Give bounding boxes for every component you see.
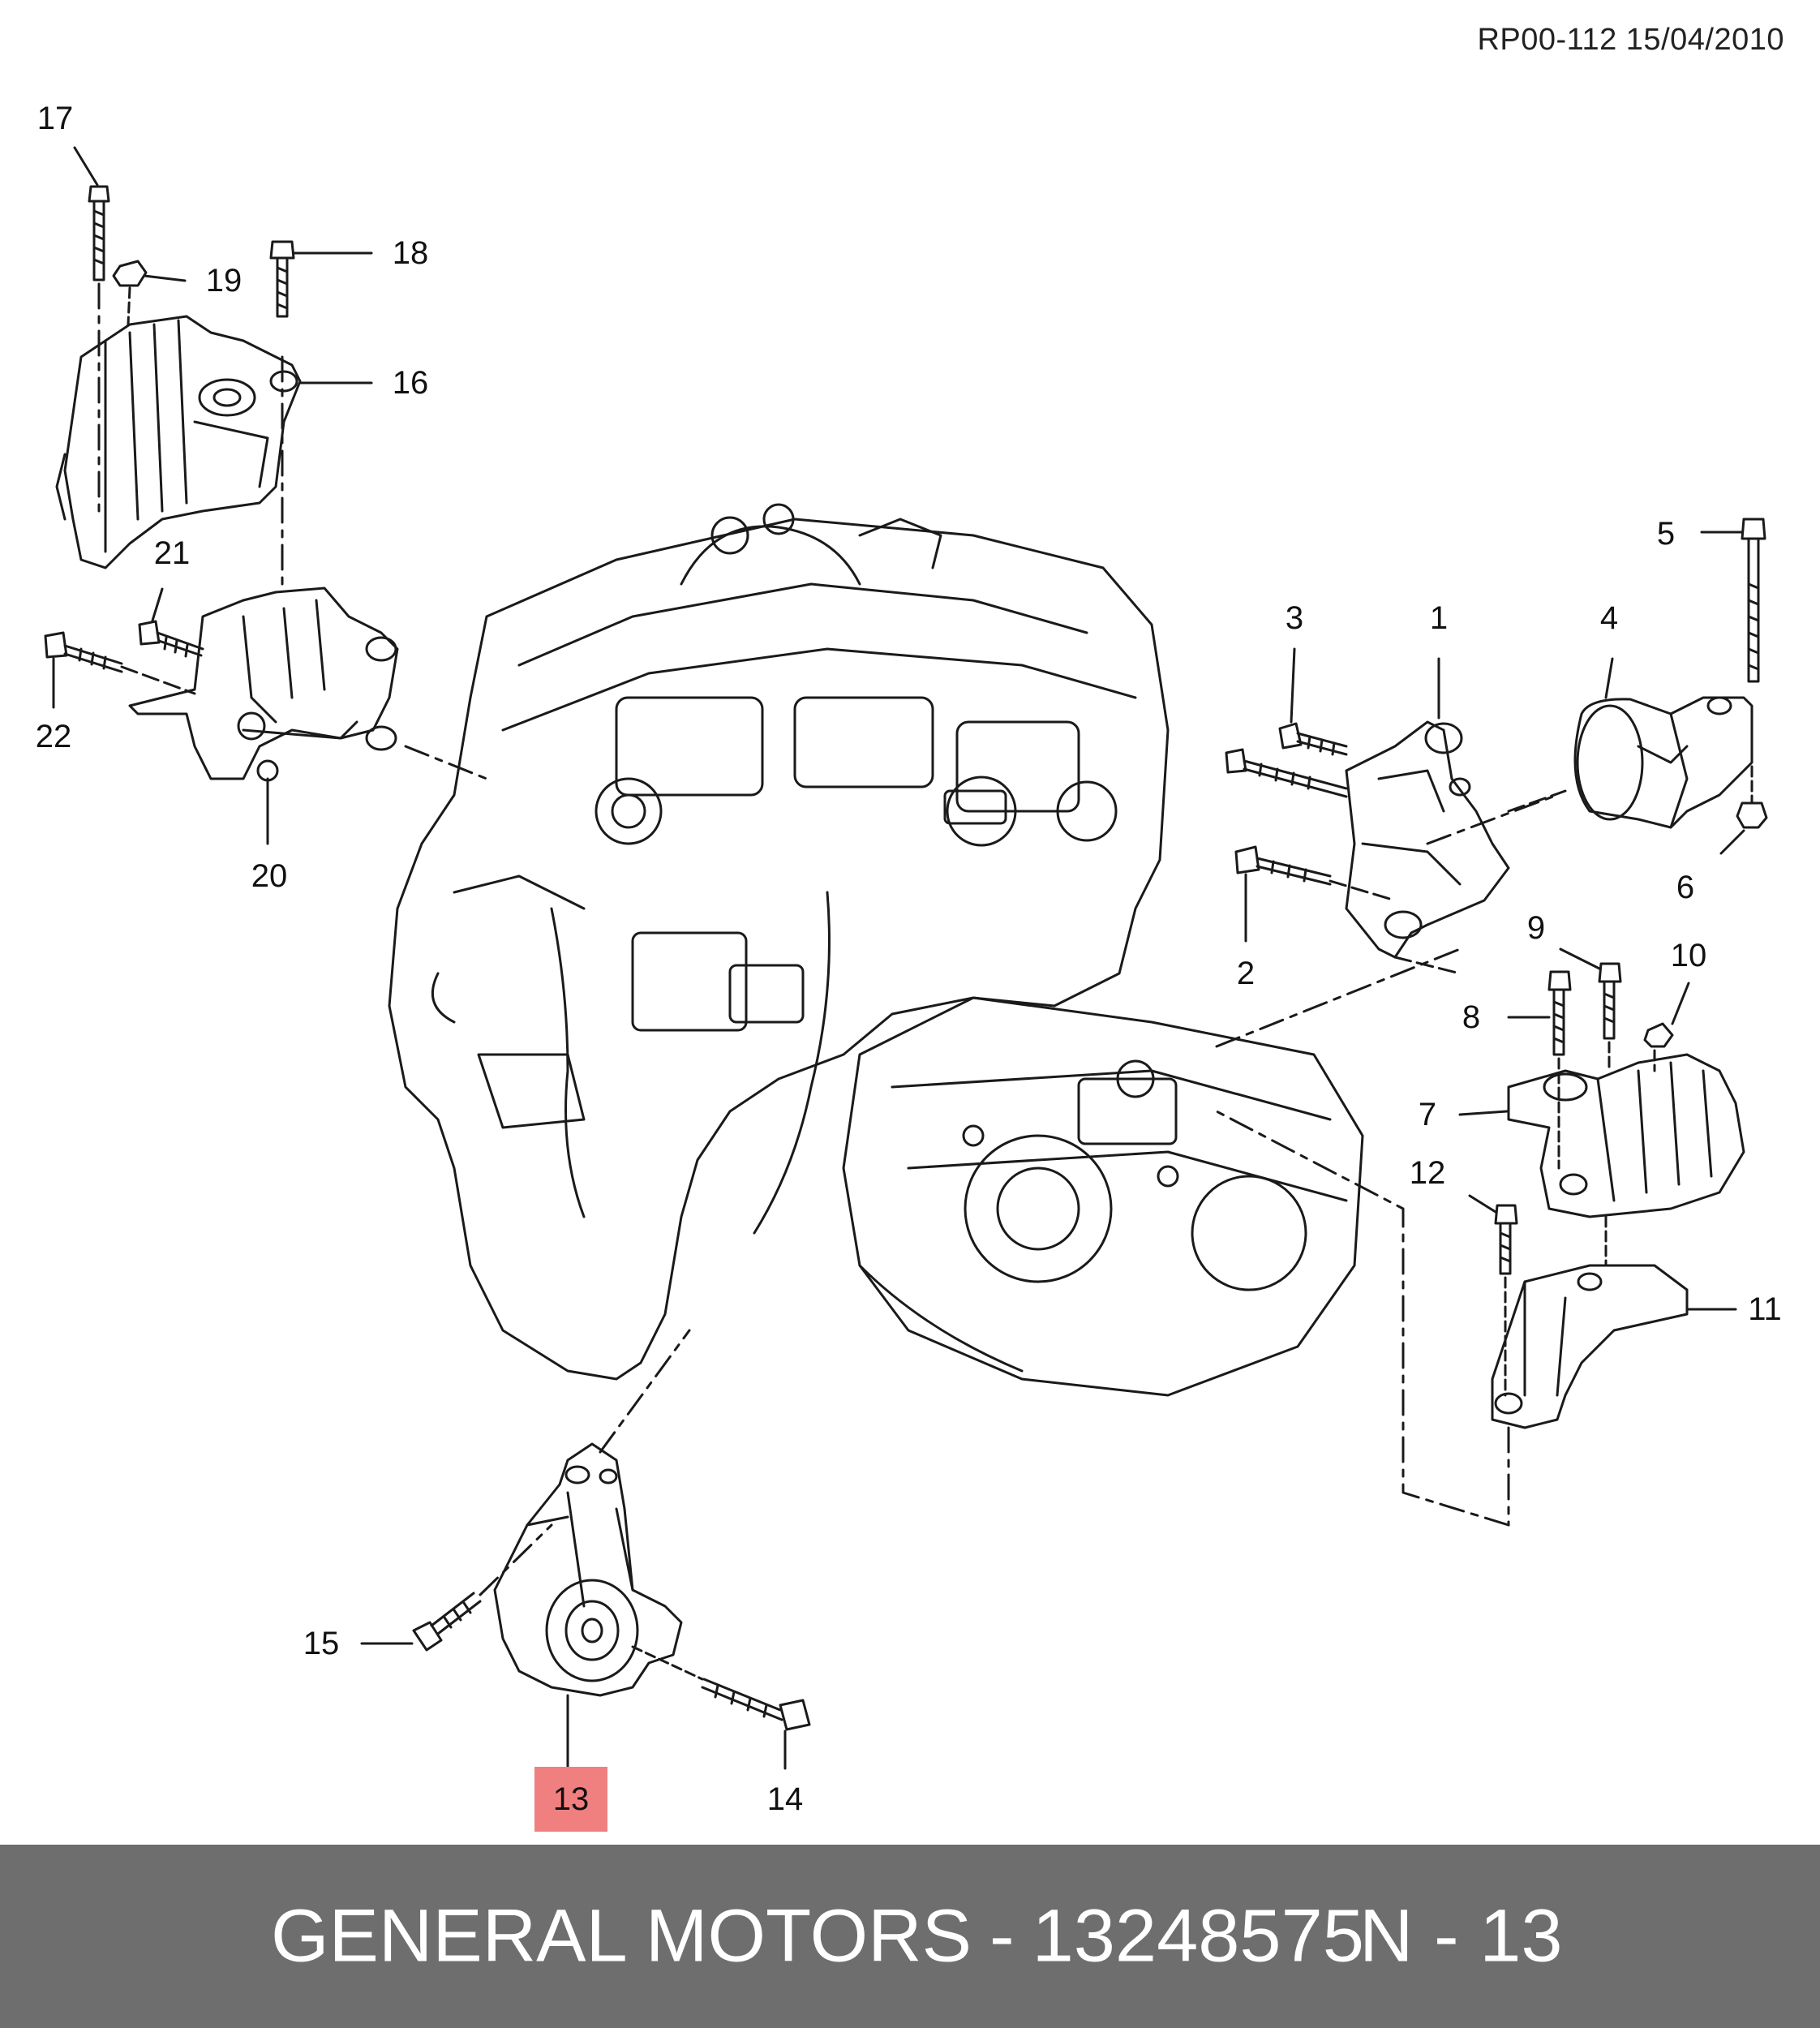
nut-10 bbox=[1643, 982, 1690, 1072]
callout-8[interactable]: 8 bbox=[1462, 999, 1481, 1035]
callout-13-highlighted[interactable]: 13 bbox=[534, 1767, 607, 1832]
bolt-8 bbox=[1507, 970, 1572, 1170]
bolt-17 bbox=[73, 146, 110, 521]
callout-7[interactable]: 7 bbox=[1418, 1097, 1437, 1132]
bolt-15 bbox=[360, 1523, 553, 1652]
bolt-9 bbox=[1559, 947, 1622, 1072]
bracket-11 bbox=[1215, 1110, 1737, 1527]
bolt-14 bbox=[631, 1645, 811, 1770]
callout-2[interactable]: 2 bbox=[1236, 956, 1256, 991]
mount-16 bbox=[55, 315, 302, 569]
callout-16[interactable]: 16 bbox=[392, 365, 429, 401]
callout-20[interactable]: 20 bbox=[251, 858, 288, 894]
callout-10[interactable]: 10 bbox=[1670, 938, 1707, 973]
callout-22[interactable]: 22 bbox=[35, 719, 72, 754]
bolt-18 bbox=[269, 240, 373, 594]
brand-name: GENERAL MOTORS bbox=[271, 1894, 972, 1978]
callout-12[interactable]: 12 bbox=[1409, 1155, 1446, 1191]
title-separator: - bbox=[989, 1894, 1015, 1978]
bolt-12 bbox=[1468, 1194, 1518, 1397]
bolt-22 bbox=[44, 631, 196, 709]
callout-6[interactable]: 6 bbox=[1676, 870, 1695, 905]
bolt-2 bbox=[1234, 845, 1397, 943]
nut-6 bbox=[1719, 765, 1768, 855]
mount-13 bbox=[493, 1329, 691, 1773]
callout-21[interactable]: 21 bbox=[153, 535, 191, 571]
diagram-position: N - 13 bbox=[1359, 1894, 1563, 1978]
callout-9[interactable]: 9 bbox=[1526, 910, 1546, 946]
bolt-3 bbox=[1278, 647, 1348, 756]
callout-15[interactable]: 15 bbox=[303, 1626, 340, 1661]
callout-11[interactable]: 11 bbox=[1748, 1291, 1782, 1327]
bolt-21 bbox=[138, 587, 204, 658]
callout-5[interactable]: 5 bbox=[1656, 516, 1676, 552]
part-info-footer: GENERAL MOTORS-13248575 N - 13 bbox=[0, 1845, 1820, 2028]
mount-4 bbox=[1507, 657, 1753, 829]
diagram-reference-code: RP00-112 15/04/2010 bbox=[1477, 23, 1784, 57]
callout-17[interactable]: 17 bbox=[36, 101, 74, 136]
callout-18[interactable]: 18 bbox=[392, 235, 429, 271]
part-title: GENERAL MOTORS-13248575 bbox=[271, 1894, 1364, 1979]
bolt-5 bbox=[1700, 518, 1766, 683]
callout-3[interactable]: 3 bbox=[1285, 600, 1304, 636]
callout-4[interactable]: 4 bbox=[1599, 600, 1619, 636]
exploded-parts-diagram bbox=[44, 146, 1768, 1773]
engine-transmission-assembly bbox=[388, 503, 1364, 1397]
callout-14[interactable]: 14 bbox=[766, 1781, 804, 1817]
nut-19 bbox=[112, 260, 187, 326]
part-number: 13248575 bbox=[1032, 1894, 1364, 1978]
bolt-1b bbox=[1225, 657, 1440, 798]
mount-7 bbox=[1458, 1053, 1745, 1218]
mount-1 bbox=[1215, 720, 1559, 1048]
callout-1[interactable]: 1 bbox=[1429, 600, 1449, 636]
callout-19[interactable]: 19 bbox=[205, 263, 243, 299]
bracket-20 bbox=[128, 586, 488, 845]
